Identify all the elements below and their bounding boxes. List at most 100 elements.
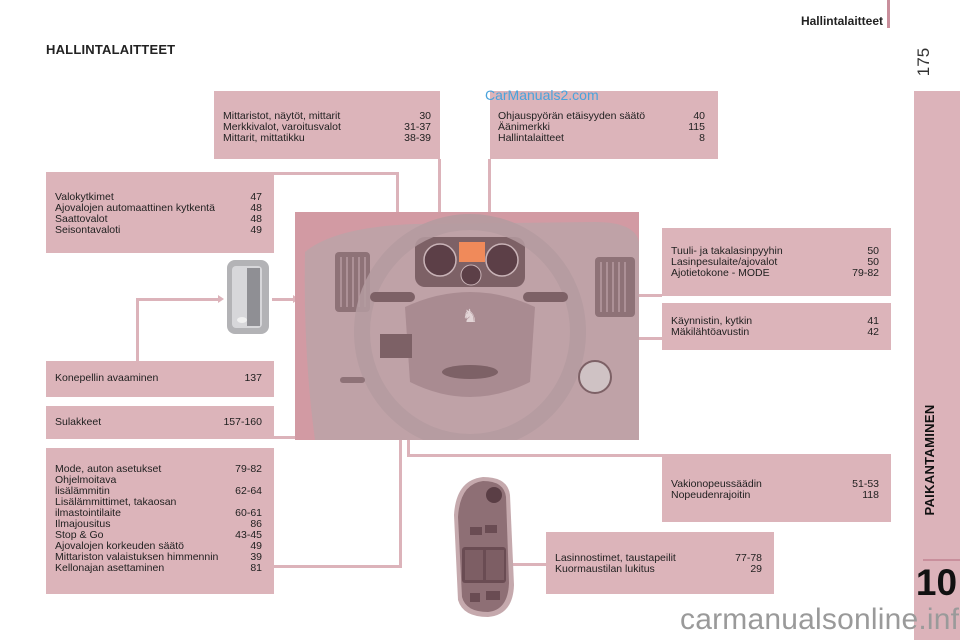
entry-page[interactable]: 43-45 [235, 529, 262, 541]
entry-label: Konepellin avaaminen [55, 372, 159, 384]
connector-line [136, 298, 218, 301]
entry-page[interactable]: 81 [250, 562, 262, 574]
index-entry: Käynnistin, kytkin 41 [671, 316, 879, 327]
watermark-top[interactable]: CarManuals2.com [485, 87, 599, 103]
cruise-box: Vakionopeussäädin 51-53 Nopeudenrajoitin 1… [662, 454, 891, 522]
bonnet-handle-svg [227, 260, 269, 334]
entry-page[interactable]: 40 [693, 110, 705, 122]
chapter-number: 10 [915, 562, 958, 603]
index-entry: Sulakkeet 157-160 [55, 417, 262, 428]
entry-label: Kellonajan asettaminen [55, 562, 165, 574]
connector-line [136, 298, 139, 361]
index-entry: Saattovalot 48 [55, 214, 262, 225]
entry-page[interactable]: 31-37 [404, 121, 431, 133]
entry-page[interactable]: 49 [250, 540, 262, 552]
index-entry: Äänimerkki 115 [498, 122, 705, 133]
watermark-bottom[interactable]: carmanualsonline.info [680, 603, 960, 636]
entry-label: Lisälämmittimet, takaosan [55, 496, 177, 508]
entry-label: Kuormaustilan lukitus [555, 563, 655, 575]
entry-label: Lasinpesulaite/ajovalot [671, 256, 778, 268]
entry-page[interactable]: 41 [867, 315, 879, 327]
entry-label: Käynnistin, kytkin [671, 315, 753, 327]
page-number: 175 [914, 47, 933, 77]
entry-page[interactable]: 42 [867, 326, 879, 338]
index-entry: Lisälämmittimet, takaosan [55, 497, 262, 508]
index-entry: Ilmajousitus 86 [55, 519, 262, 530]
entry-page[interactable]: 77-78 [735, 552, 762, 564]
entry-label: Mäkilähtöavustin [671, 326, 750, 338]
entry-page[interactable]: 79-82 [852, 267, 879, 279]
index-entry: Mittaristot, näytöt, mittarit 30 [223, 111, 431, 122]
entry-page[interactable]: 50 [867, 245, 879, 257]
entry-page[interactable]: 47 [250, 191, 262, 203]
entry-page[interactable]: 39 [250, 551, 262, 563]
index-entry: Kellonajan asettaminen 81 [55, 563, 262, 574]
entry-page[interactable]: 8 [699, 132, 705, 144]
brand-logo-icon: ♞ [462, 306, 478, 327]
entry-label: Nopeudenrajoitin [671, 489, 751, 501]
chapter-label: PAIKANTAMINEN [922, 404, 937, 516]
wipers-box: Tuuli- ja takalasinpyyhin 50 Lasinpesulai… [662, 228, 891, 296]
entry-page[interactable]: 48 [250, 202, 262, 214]
entry-page[interactable]: 157-160 [223, 416, 262, 428]
entry-page[interactable]: 79-82 [235, 463, 262, 475]
entry-page[interactable]: 115 [688, 121, 705, 133]
entry-label: Hallintalaitteet [498, 132, 564, 144]
entry-label: Ajovalojen korkeuden säätö [55, 540, 185, 552]
entry-page[interactable]: 137 [244, 372, 262, 384]
connector-line [274, 172, 398, 175]
section-title: Hallintalaitteet [800, 14, 883, 28]
index-entry: Ajovalojen korkeuden säätö 49 [55, 541, 262, 552]
fuses-box: Sulakkeet 157-160 [46, 406, 274, 439]
steering-wheel-rim [354, 214, 586, 440]
entry-label: Lasinnostimet, taustapeilit [555, 552, 676, 564]
windows-box: Lasinnostimet, taustapeilit 77-78 Kuormau… [546, 532, 774, 594]
entry-label: Saattovalot [55, 213, 108, 225]
entry-page[interactable]: 118 [862, 489, 879, 501]
connector-line [272, 298, 296, 301]
mirror-adjust-knob-icon [486, 487, 502, 503]
entry-page[interactable]: 86 [250, 518, 262, 530]
entry-label: Valokytkimet [55, 191, 114, 203]
horn-pad [442, 365, 498, 379]
bonnet-release-handle-illustration [225, 258, 271, 336]
entry-label: Sulakkeet [55, 416, 102, 428]
page-heading: HALLINTALAITTEET [46, 42, 176, 57]
entry-page[interactable]: 48 [250, 213, 262, 225]
index-entry: Tuuli- ja takalasinpyyhin 50 [671, 246, 879, 257]
entry-page[interactable]: 50 [867, 256, 879, 268]
entry-page[interactable]: 29 [750, 563, 762, 575]
entry-page[interactable]: 62-64 [235, 485, 262, 497]
connector-line [399, 330, 402, 568]
entry-label: Vakionopeussäädin [671, 478, 762, 490]
entry-page[interactable]: 51-53 [852, 478, 879, 490]
entry-page[interactable]: 49 [250, 224, 262, 236]
entry-label: Merkkivalot, varoitusvalot [223, 121, 341, 133]
index-entry: Kuormaustilan lukitus 29 [555, 564, 762, 575]
left-stalk [370, 292, 415, 302]
arrow-right-icon [218, 295, 224, 303]
right-stalk [523, 292, 568, 302]
chapter-side-tab [914, 91, 960, 640]
fuel-gauge-icon [460, 264, 482, 286]
switch-panel [380, 334, 412, 358]
dashboard-illustration: ♞ [295, 212, 639, 440]
connector-line [407, 454, 665, 457]
entry-page[interactable]: 60-61 [235, 507, 262, 519]
entry-page[interactable]: 30 [419, 110, 431, 122]
entry-label: lisälämmitin [55, 485, 110, 497]
steering-wheel-hub [405, 292, 535, 397]
index-entry: Ajotietokone - MODE 79-82 [671, 268, 879, 279]
entry-label: Tuuli- ja takalasinpyyhin [671, 245, 783, 257]
index-entry: Konepellin avaaminen 137 [55, 373, 262, 384]
connector-line [438, 159, 441, 245]
entry-label: Mittaristot, näytöt, mittarit [223, 110, 341, 122]
entry-label: Ajotietokone - MODE [671, 267, 770, 279]
entry-label: Äänimerkki [498, 121, 550, 133]
index-entry: Valokytkimet 47 [55, 192, 262, 203]
entry-page[interactable]: 38-39 [404, 132, 431, 144]
header-divider [887, 0, 890, 28]
entry-label: Ilmajousitus [55, 518, 111, 530]
